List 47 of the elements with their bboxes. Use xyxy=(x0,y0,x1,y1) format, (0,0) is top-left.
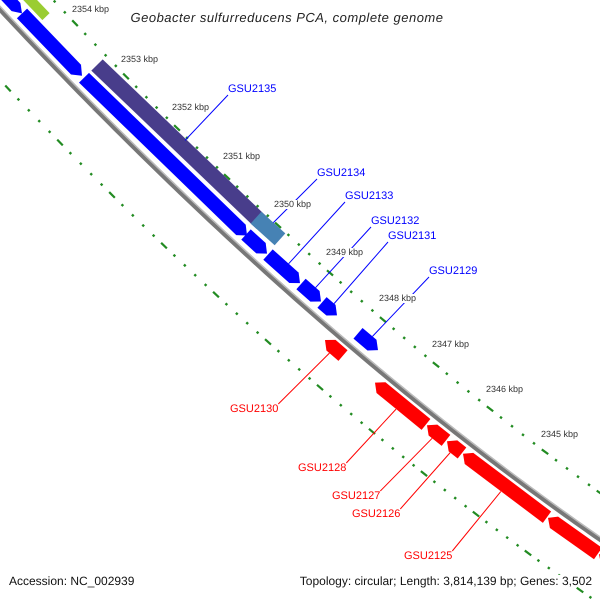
scale-label: 2354 kbp xyxy=(72,5,110,14)
gene-label: GSU2132 xyxy=(371,216,420,227)
gene-segment xyxy=(250,212,286,246)
gene-segment xyxy=(22,0,50,20)
gene-feature xyxy=(353,328,378,350)
gene-label: GSU2125 xyxy=(404,551,452,562)
gene-feature xyxy=(463,452,552,523)
gene-feature xyxy=(325,340,348,361)
gene-feature xyxy=(375,382,430,430)
leader-line xyxy=(452,491,502,552)
scale-label: 2345 kbp xyxy=(541,430,578,439)
gene-feature xyxy=(317,297,337,316)
scale-label: 2347 kbp xyxy=(432,340,470,349)
gene-feature xyxy=(427,424,450,446)
gene-feature xyxy=(296,278,321,302)
leader-line xyxy=(334,242,388,304)
gene-feature xyxy=(548,516,600,560)
gene-label: GSU2129 xyxy=(429,266,478,277)
scale-label: 2349 kbp xyxy=(326,248,364,257)
leader-line xyxy=(380,438,433,492)
gene-label: GSU2134 xyxy=(317,168,366,179)
gene-label: GSU2128 xyxy=(298,463,346,474)
gene-label: GSU2131 xyxy=(388,231,436,242)
scale-label: 2348 kbp xyxy=(379,294,416,303)
gene-feature xyxy=(0,0,22,14)
gene-feature xyxy=(447,440,466,458)
gene-label: GSU2130 xyxy=(230,404,278,415)
scale-label: 2353 kbp xyxy=(121,55,158,64)
gene-label: GSU2127 xyxy=(332,491,380,502)
gene-label: GSU2133 xyxy=(345,191,394,202)
scale-label: 2352 kbp xyxy=(172,103,210,112)
leader-line xyxy=(372,276,430,337)
info-text: Topology: circular; Length: 3,814,139 bp; Genes: 3,502 xyxy=(300,575,592,587)
gene-label: GSU2126 xyxy=(352,509,400,520)
scale-label: 2346 kbp xyxy=(486,385,524,394)
gene-feature xyxy=(263,249,300,284)
leader-line xyxy=(346,408,397,464)
scale-label: 2350 kbp xyxy=(274,200,312,209)
gene-label: GSU2135 xyxy=(228,84,276,95)
info-text: Accession: NC_002939 xyxy=(9,575,134,587)
leader-line xyxy=(315,226,372,288)
leader-line xyxy=(400,452,451,510)
leader-line xyxy=(184,94,228,141)
leader-line xyxy=(278,352,330,404)
title: Geobacter sulfurreducens PCA, complete genome xyxy=(130,11,444,24)
leader-line xyxy=(288,202,346,264)
scale-label: 2351 kbp xyxy=(223,152,260,161)
